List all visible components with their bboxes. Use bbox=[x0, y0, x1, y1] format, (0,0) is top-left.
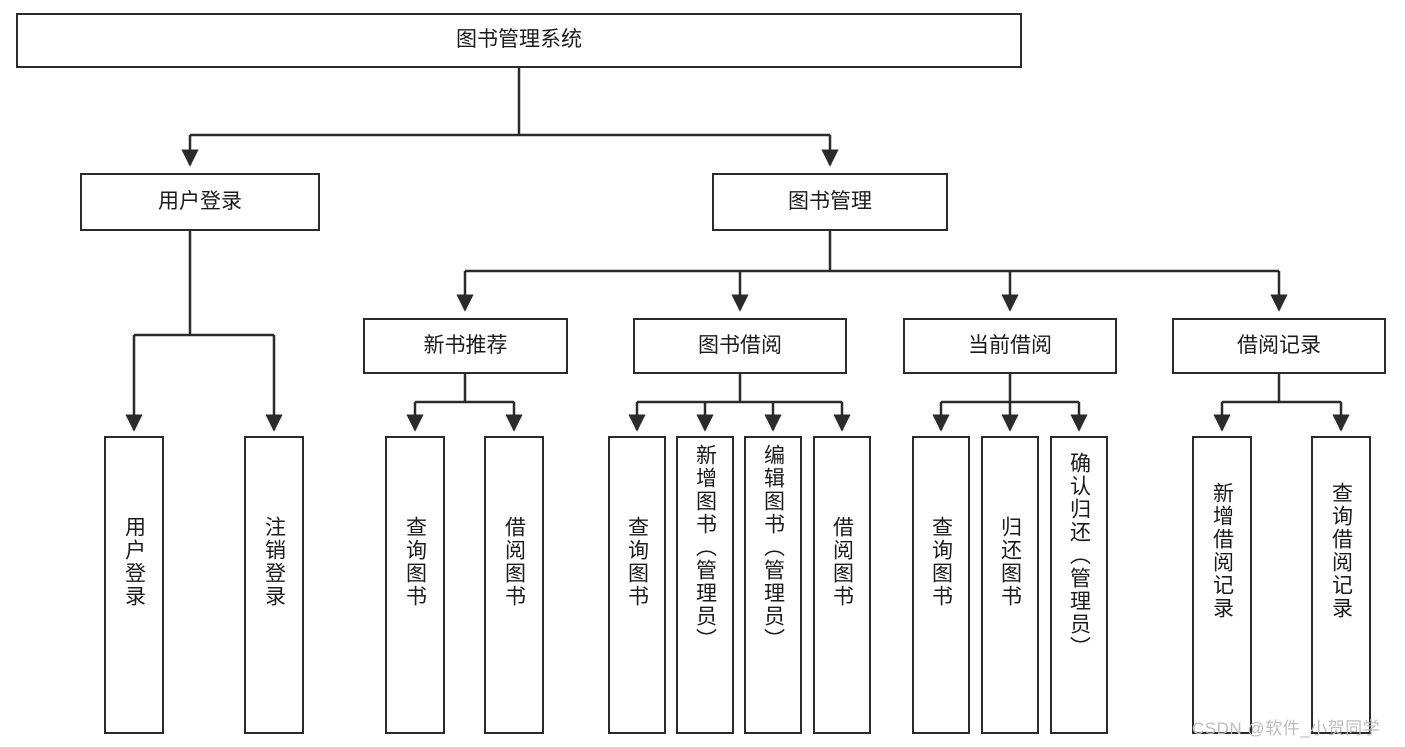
node-leaf-query-borrow-record-label: 查询借阅记录 bbox=[1329, 482, 1353, 620]
node-leaf-borrow-book-2-label: 借阅图书 bbox=[830, 516, 854, 608]
node-leaf-confirm-return-admin-label: 确认归还（管理员） bbox=[1067, 452, 1091, 659]
node-book-management-label: 图书管理 bbox=[788, 189, 872, 213]
node-leaf-edit-book-admin[interactable]: 编辑图书（管理员） bbox=[744, 436, 802, 734]
node-leaf-return-book-label: 归还图书 bbox=[998, 516, 1022, 608]
node-borrow-record-label: 借阅记录 bbox=[1237, 333, 1321, 357]
node-user-login[interactable]: 用户登录 bbox=[80, 173, 320, 231]
node-leaf-add-book-admin-label: 新增图书（管理员） bbox=[693, 444, 717, 651]
node-borrow-record[interactable]: 借阅记录 bbox=[1172, 318, 1386, 374]
node-current-borrow-label: 当前借阅 bbox=[968, 333, 1052, 357]
node-leaf-query-book-1-label: 查询图书 bbox=[403, 516, 427, 608]
node-book-borrow-label: 图书借阅 bbox=[698, 333, 782, 357]
node-leaf-borrow-book-1-label: 借阅图书 bbox=[502, 516, 526, 608]
node-leaf-borrow-book-2[interactable]: 借阅图书 bbox=[813, 436, 871, 734]
node-leaf-query-book-2-label: 查询图书 bbox=[625, 516, 649, 608]
node-new-book-recommend[interactable]: 新书推荐 bbox=[363, 318, 568, 374]
node-leaf-query-book-2[interactable]: 查询图书 bbox=[608, 436, 666, 734]
node-leaf-user-login-label: 用户登录 bbox=[122, 516, 146, 608]
node-leaf-user-login[interactable]: 用户登录 bbox=[104, 436, 164, 734]
node-leaf-query-book-3[interactable]: 查询图书 bbox=[912, 436, 970, 734]
node-book-management[interactable]: 图书管理 bbox=[712, 173, 948, 231]
node-root[interactable]: 图书管理系统 bbox=[16, 13, 1022, 68]
node-leaf-query-borrow-record[interactable]: 查询借阅记录 bbox=[1311, 436, 1371, 734]
node-leaf-confirm-return-admin[interactable]: 确认归还（管理员） bbox=[1050, 436, 1108, 734]
node-leaf-add-book-admin[interactable]: 新增图书（管理员） bbox=[676, 436, 734, 734]
node-leaf-borrow-book-1[interactable]: 借阅图书 bbox=[484, 436, 544, 734]
node-user-login-label: 用户登录 bbox=[158, 189, 242, 213]
node-book-borrow[interactable]: 图书借阅 bbox=[633, 318, 847, 374]
node-leaf-query-book-1[interactable]: 查询图书 bbox=[385, 436, 445, 734]
node-current-borrow[interactable]: 当前借阅 bbox=[903, 318, 1117, 374]
node-leaf-return-book[interactable]: 归还图书 bbox=[981, 436, 1039, 734]
node-leaf-logout-login-label: 注销登录 bbox=[262, 516, 286, 608]
node-leaf-add-borrow-record[interactable]: 新增借阅记录 bbox=[1192, 436, 1252, 734]
node-leaf-edit-book-admin-label: 编辑图书（管理员） bbox=[761, 444, 785, 651]
node-root-label: 图书管理系统 bbox=[456, 28, 582, 52]
node-leaf-add-borrow-record-label: 新增借阅记录 bbox=[1210, 482, 1234, 620]
node-leaf-logout-login[interactable]: 注销登录 bbox=[244, 436, 304, 734]
node-new-book-recommend-label: 新书推荐 bbox=[423, 333, 508, 357]
node-leaf-query-book-3-label: 查询图书 bbox=[929, 516, 953, 608]
